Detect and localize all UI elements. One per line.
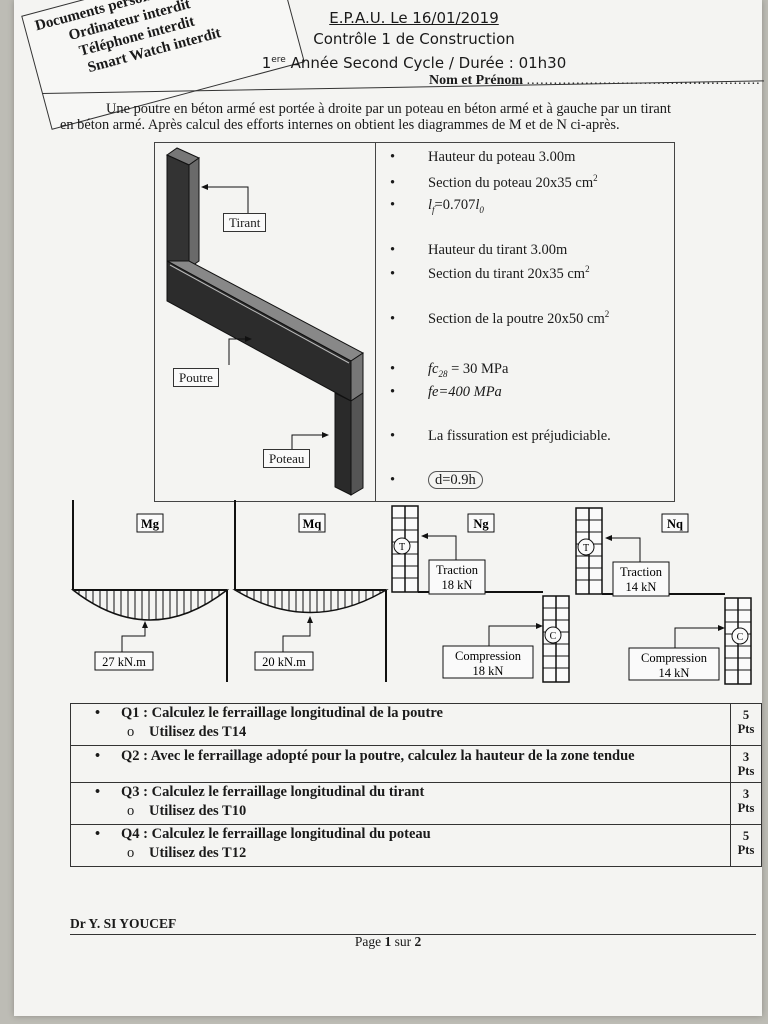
footer-rule bbox=[70, 934, 756, 935]
nq-compression-value: 14 kN bbox=[659, 666, 690, 680]
spec-item: •Section du tirant 20x35 cm2 bbox=[390, 264, 590, 282]
nq-diagram: T C Traction 14 kN Compression 14 kN Nq bbox=[575, 507, 752, 685]
spec-item: •d=0.9h bbox=[390, 471, 483, 489]
figure-divider bbox=[375, 143, 376, 501]
spec-item: •fe=400 MPa bbox=[390, 384, 502, 400]
label-tirant: Tirant bbox=[223, 213, 267, 232]
question-text: •Q2 : Avec le ferraillage adopté pour la… bbox=[95, 748, 635, 764]
spec-item: •Section de la poutre 20x50 cm2 bbox=[390, 309, 610, 327]
question-row: •Q3 : Calculez le ferraillage longitudin… bbox=[70, 782, 762, 825]
spec-item: •fc28 = 30 MPa bbox=[390, 361, 509, 379]
structure-figure-box: Tirant Poutre Poteau •Hauteur du poteau … bbox=[154, 142, 675, 502]
page-number: Page 1 sur 2 bbox=[354, 934, 422, 949]
spec-item: •La fissuration est préjudiciable. bbox=[390, 428, 611, 444]
mq-diagram: Mq 20 kN.m bbox=[232, 500, 389, 682]
nq-c-marker: C bbox=[737, 632, 744, 643]
question-row: •Q4 : Calculez le ferraillage longitudin… bbox=[70, 824, 762, 867]
spec-item: •Section du poteau 20x35 cm2 bbox=[390, 173, 598, 191]
ng-t-marker: T bbox=[399, 542, 405, 553]
name-dots: ........................................… bbox=[526, 73, 761, 88]
spec-item: •Hauteur du tirant 3.00m bbox=[390, 242, 568, 258]
mg-diagram: Mg 27 kN.m bbox=[70, 500, 230, 682]
author-name: Dr Y. SI YOUCEF bbox=[70, 916, 177, 931]
questions-table: •Q1 : Calculez le ferraillage longitudin… bbox=[70, 703, 762, 867]
label-poteau: Poteau bbox=[263, 449, 311, 468]
nq-compression-label: Compression bbox=[641, 651, 708, 665]
spec-item: •lf=0.707l0 bbox=[390, 197, 484, 215]
ng-compression-value: 18 kN bbox=[473, 664, 504, 678]
question-text: •Q3 : Calculez le ferraillage longitudin… bbox=[95, 784, 425, 800]
ng-diagram: T C Traction 18 kN Compression 18 kN Ng bbox=[391, 505, 570, 683]
mq-tag: Mq bbox=[303, 517, 322, 531]
ng-traction-value: 18 kN bbox=[442, 578, 473, 592]
exam-title: Contrôle 1 de Construction bbox=[313, 30, 515, 48]
question-row: •Q1 : Calculez le ferraillage longitudin… bbox=[70, 703, 762, 746]
school-date: E.P.A.U. Le 16/01/2019 bbox=[329, 9, 499, 27]
intro-line: en béton armé. Après calcul des efforts … bbox=[60, 117, 620, 133]
ng-compression-label: Compression bbox=[455, 649, 522, 663]
question-text: •Q4 : Calculez le ferraillage longitudin… bbox=[95, 826, 431, 842]
ng-traction-label: Traction bbox=[436, 563, 479, 577]
ng-c-marker: C bbox=[550, 631, 557, 642]
nq-traction-label: Traction bbox=[620, 565, 663, 579]
question-row: •Q2 : Avec le ferraillage adopté pour la… bbox=[70, 745, 762, 783]
ng-tag: Ng bbox=[473, 517, 489, 531]
spec-item: •Hauteur du poteau 3.00m bbox=[390, 149, 576, 165]
mq-value: 20 kN.m bbox=[262, 655, 306, 669]
structure-drawing bbox=[165, 147, 364, 496]
label-poutre: Poutre bbox=[173, 368, 219, 387]
internal-force-diagrams: Mg 27 kN.m Mq 20 kN.m bbox=[70, 500, 752, 685]
exam-sheet: Documents personnels Ordinateur interdit… bbox=[14, 0, 764, 1016]
exam-level: 1ere Année Second Cycle / Durée : 01h30 bbox=[261, 54, 567, 72]
mg-value: 27 kN.m bbox=[102, 655, 146, 669]
problem-statement: Une poutre en béton armé est portée à dr… bbox=[60, 101, 768, 133]
question-text: •Q1 : Calculez le ferraillage longitudin… bbox=[95, 705, 443, 721]
nq-t-marker: T bbox=[583, 543, 589, 554]
nq-tag: Nq bbox=[667, 517, 683, 531]
mg-tag: Mg bbox=[141, 517, 160, 531]
exam-header: E.P.A.U. Le 16/01/2019 Contrôle 1 de Con… bbox=[244, 8, 584, 74]
intro-line: Une poutre en béton armé est portée à dr… bbox=[106, 101, 671, 117]
name-field: Nom et Prénom ..........................… bbox=[429, 73, 761, 89]
name-label: Nom et Prénom bbox=[429, 73, 524, 88]
nq-traction-value: 14 kN bbox=[626, 580, 657, 594]
